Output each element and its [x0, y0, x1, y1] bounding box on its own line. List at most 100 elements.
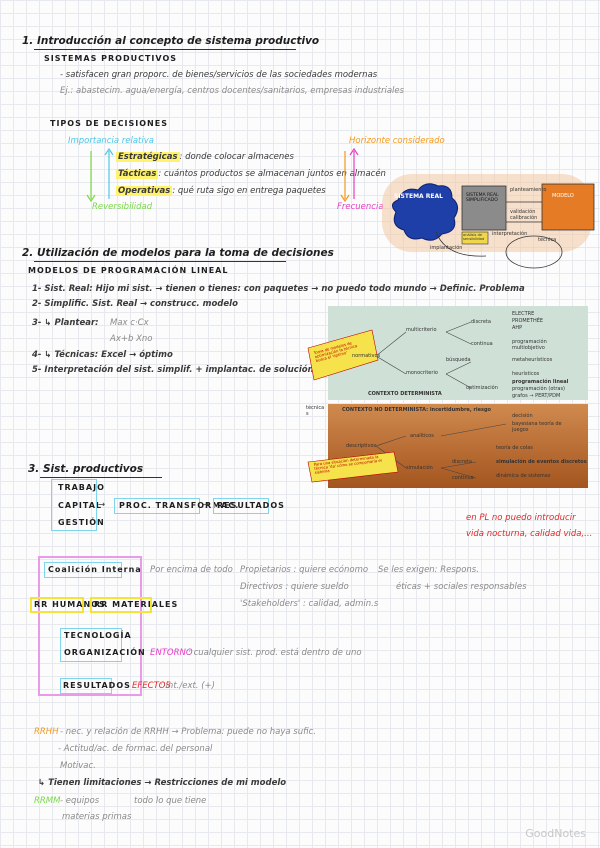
grafos: grafos → PERT/PDM: [512, 393, 561, 399]
modelo-label: MODELO: [552, 193, 574, 199]
tecnicas-label: técnica s: [306, 405, 325, 417]
coalicion-label: Coalición Interna: [48, 565, 142, 574]
multicriterio: multicriterio: [406, 327, 437, 333]
operativas-label: Operativas: [116, 186, 173, 196]
step1: 1- Sist. Real: Hijo mi sist. → tienen o …: [32, 284, 525, 294]
sim-eventos: simulación de eventos discretos: [496, 459, 587, 465]
motivac: Motivac.: [60, 761, 96, 771]
dinamica: dinámica de sistemas: [496, 473, 551, 479]
continua2: continua: [452, 475, 474, 481]
heuristicos: heurísticos: [512, 371, 540, 377]
operativas-row: Operativas: qué ruta sigo en entrega paq…: [116, 186, 326, 196]
reversibilidad-label: Reversibilidad: [92, 202, 153, 212]
goodnotes-watermark: GoodNotes: [525, 827, 586, 840]
step2: 2- Simplific. Sist. Real → construcc. mo…: [32, 299, 238, 309]
section1-line2: Ej.: abastecim. agua/energía, centros do…: [60, 86, 405, 96]
discreta2: discreta: [452, 459, 472, 465]
contexto-no-determinista: CONTEXTO NO DETERMINISTA: incertidumbre,…: [342, 407, 491, 413]
validacion-label: validación calibración: [510, 209, 538, 221]
estrategicas-row: Estratégicas: donde colocar almacenes: [116, 152, 294, 162]
rrhh-box: [30, 597, 84, 613]
contexto-determinista: CONTEXTO DETERMINISTA: [368, 391, 442, 397]
enlaces: Se les exigen: Respons.: [378, 565, 479, 575]
organizacion-label: ORGANIZACIÓN: [64, 648, 146, 657]
limitaciones: ↳ Tienen limitaciones → Restricciones de…: [38, 778, 287, 788]
eticas: éticas + sociales responsables: [396, 582, 527, 592]
section1-subtitle: SISTEMAS PRODUCTIVOS: [44, 54, 177, 63]
section1-line1: - satisfacen gran proporc. de bienes/ser…: [60, 70, 378, 80]
step5: 5- Interpretación del sist. simplif. + i…: [32, 365, 359, 375]
descriptivos: descriptivos: [346, 443, 377, 449]
operativas-desc: : qué ruta sigo en entrega paquetes: [172, 186, 326, 196]
por-encima: Por encima de todo: [150, 565, 233, 575]
metaheuristicos: metaheurísticos: [512, 357, 553, 363]
analiticos: analíticos: [410, 433, 434, 439]
title-underline: [34, 49, 296, 50]
step4: 4- ↳ Técnicas: Excel → óptimo: [32, 350, 173, 360]
title3-underline: [40, 477, 162, 478]
red-note1: en PL no puedo introducir: [466, 513, 576, 523]
rrmm-tag: RRMM: [34, 796, 61, 806]
discreta: discreta: [471, 319, 491, 325]
simulacion: simulación: [406, 465, 433, 471]
rrmm-box: [90, 597, 152, 613]
arrow-to-results: →: [202, 500, 210, 510]
estrategicas-desc: : donde colocar almacenes: [179, 152, 294, 162]
bayesiana: bayesiana teoría de juegos: [512, 421, 562, 433]
promethee: PROMETHÉE: [512, 318, 544, 324]
del-personal: del personal: [160, 744, 213, 754]
tipos-title: TIPOS DE DECISIONES: [50, 119, 168, 128]
proc-box: [114, 498, 200, 514]
step3-math-a: Max c·Cx: [110, 318, 149, 328]
section1-title: 1. Introducción al concepto de sistema p…: [22, 35, 320, 47]
busqueda: búsqueda: [446, 357, 471, 363]
monocriterio: monocriterio: [406, 370, 438, 376]
tacticas-label: Tácticas: [116, 169, 159, 179]
directivos: Directivos : quiere sueldo: [240, 582, 349, 592]
frecuencia-label: Frecuencia: [337, 202, 384, 212]
sistema-simplificado-label: SISTEMA REAL SIMPLIFICADO: [466, 193, 499, 203]
optimizacion: optimización: [466, 385, 498, 391]
materias: materias primas: [62, 812, 132, 822]
importancia-label: Importancia relativa: [68, 136, 154, 146]
prog-lineal: programación lineal: [512, 379, 569, 385]
coalicion-box: [44, 562, 122, 578]
implantacion-label: implantación: [430, 245, 463, 251]
entorno-desc: : cualquier sist. prod. está dentro de u…: [188, 648, 362, 658]
actitud: - Actitud/ac. de formac.: [58, 744, 159, 754]
tacticas-row: Tácticas: cuántos productos se almacenan…: [116, 169, 386, 179]
analisis-label: análisis de sensibilidad: [463, 233, 485, 241]
entorno-box: [38, 556, 142, 696]
continua: continua: [471, 341, 493, 347]
planteamiento-label: planteamiento: [510, 187, 547, 193]
rrhh-label: RR HUMANOS: [34, 600, 106, 609]
efectos-desc: : int./ext. (+): [160, 681, 215, 691]
resultados2-box: [60, 678, 112, 694]
decision: decisión: [512, 413, 533, 419]
prog-otras: programación (otras): [512, 386, 566, 392]
efectos-label: EFECTOS: [132, 681, 171, 691]
reversibility-arrow: [86, 147, 96, 207]
arrow-to-proc: →: [98, 500, 106, 510]
results-label: RESULTADOS: [217, 501, 285, 510]
estrategicas-label: Estratégicas: [116, 152, 180, 162]
tacticas-desc: : cuántos productos se almacenan juntos …: [158, 169, 386, 179]
step3: 3- ↳ Plantear:: [32, 318, 99, 328]
step3-math-b: Ax+b Xno: [110, 334, 153, 344]
proc-label: PROC. TRANSFORMAC.: [119, 501, 240, 510]
tecno-box: [60, 628, 122, 662]
title2-underline: [34, 261, 286, 262]
equipos: - equipos: [60, 796, 100, 806]
electre: ELECTRE: [512, 311, 535, 317]
tecnica-label: técnica: [538, 237, 557, 243]
horizonte-label: Horizonte considerado: [349, 136, 445, 146]
todo-lo: todo lo que tiene: [134, 796, 207, 806]
system-model-diagram: SISTEMA REAL SISTEMA REAL SIMPLIFICADO M…: [376, 172, 596, 272]
inputs-box: [51, 479, 97, 531]
stakeholders: 'Stakeholders' : calidad, admin.s: [240, 599, 379, 609]
normativos: normativos: [352, 353, 381, 359]
ahp: AHP: [512, 325, 523, 331]
gestion: GESTIÓN: [58, 518, 105, 527]
horizon-arrows: [340, 147, 360, 207]
results-box: [213, 498, 269, 514]
